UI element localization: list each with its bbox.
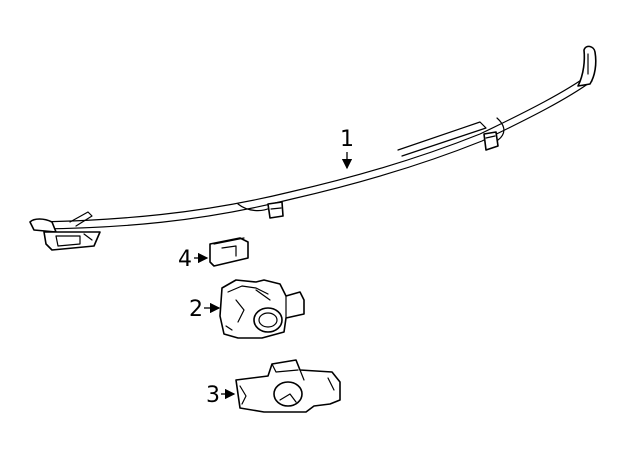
callout-label-3: 3: [206, 383, 220, 408]
clip-part: [209, 237, 249, 267]
callout-2: 2: [189, 297, 221, 322]
bracket-part: [235, 359, 341, 413]
callout-label-1: 1: [340, 127, 354, 152]
wiring-harness: [29, 45, 597, 251]
callout-label-2: 2: [189, 297, 203, 322]
sensor-part: [219, 279, 305, 339]
callout-4: 4: [178, 247, 209, 272]
callout-3: 3: [206, 383, 236, 408]
callout-label-4: 4: [178, 247, 192, 272]
callout-1: 1: [340, 127, 354, 170]
